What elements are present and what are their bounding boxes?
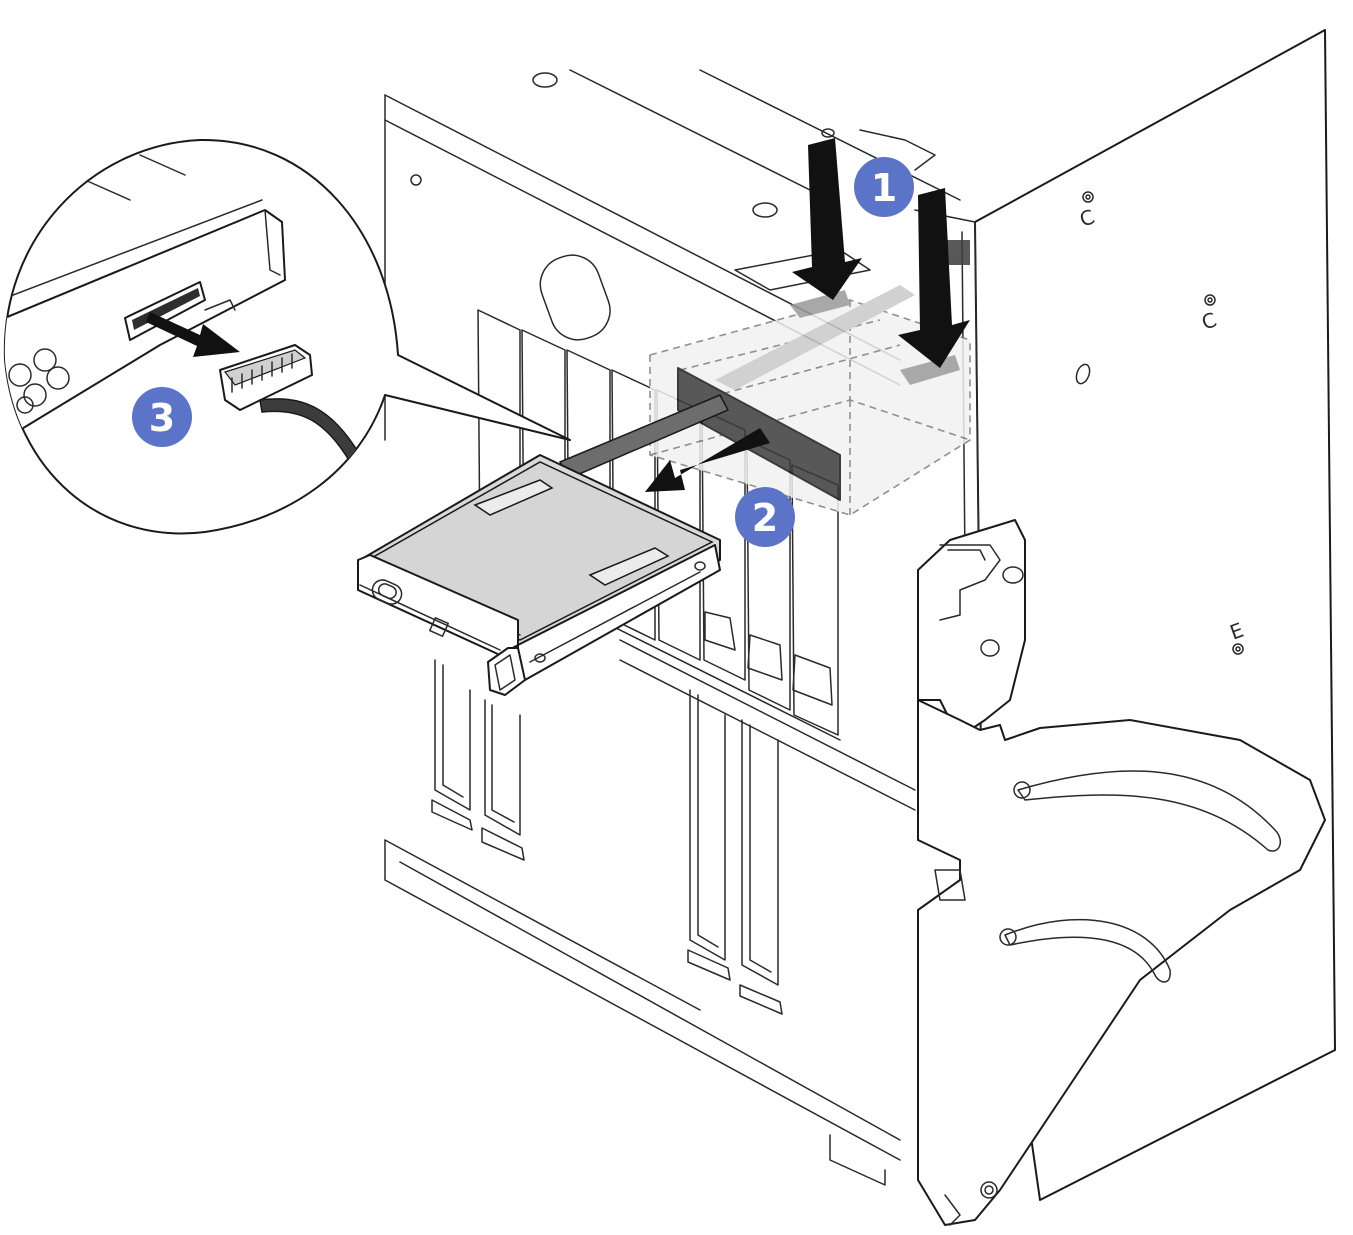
- screw-icon: [1232, 643, 1244, 655]
- step-badge-3-circle: [132, 387, 192, 447]
- removed-module: [357, 394, 730, 696]
- screw-icon: [1082, 191, 1094, 203]
- step-number-3: 3: [149, 396, 175, 440]
- down-arrow-icon: [898, 188, 970, 368]
- left-arrow-icon: [645, 428, 770, 492]
- step-badge-2: 2: [735, 487, 795, 547]
- pcie-slots: [431, 659, 783, 1015]
- step-badge-1: 1: [854, 157, 914, 217]
- connector-detail-callout: [3, 138, 571, 535]
- step-badge-2-circle: [735, 487, 795, 547]
- down-arrow-icon: [792, 138, 862, 300]
- step-badge-1-circle: [854, 157, 914, 217]
- server-chassis: C C E: [384, 29, 1336, 1226]
- step-badge-3: 3: [132, 387, 192, 447]
- step-number-1: 1: [871, 166, 897, 210]
- pull-arrow-icon: [146, 312, 240, 357]
- step-number-2: 2: [752, 496, 778, 540]
- screw-icon: [1204, 294, 1216, 306]
